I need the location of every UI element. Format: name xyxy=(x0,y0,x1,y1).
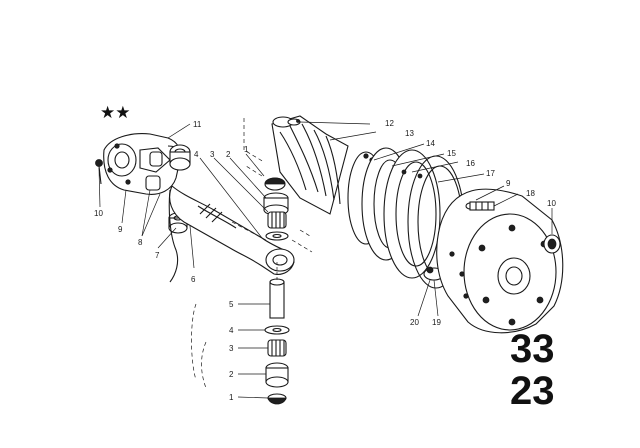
group-number: 33 xyxy=(510,327,555,371)
callout-9-left: 9 xyxy=(118,225,123,234)
callout-10-left: 10 xyxy=(94,209,103,218)
callout-11: 11 xyxy=(193,120,202,129)
callout-6: 6 xyxy=(191,275,196,284)
cv-joint[interactable] xyxy=(383,149,441,279)
washer-upper[interactable] xyxy=(265,231,289,241)
callout-9-right: 9 xyxy=(506,179,511,188)
callout-1-upper: 1 xyxy=(244,145,249,154)
callout-5: 5 xyxy=(229,300,234,309)
joint-boot[interactable] xyxy=(271,115,349,215)
callout-7: 7 xyxy=(155,251,160,260)
needle-bearing-lower[interactable] xyxy=(267,339,287,357)
wheel-hub[interactable] xyxy=(436,188,564,334)
callout-10-right: 10 xyxy=(547,199,556,208)
callout-2-lower: 2 xyxy=(229,370,234,379)
rubber-mount-bushing[interactable] xyxy=(169,144,191,171)
callout-3-lower: 3 xyxy=(229,344,234,353)
callout-4-upper: 4 xyxy=(194,150,199,159)
wheel-stud[interactable] xyxy=(465,201,495,211)
cap-upper[interactable] xyxy=(264,177,286,191)
leader-lines xyxy=(98,121,553,399)
stars-mark: ★★ xyxy=(100,103,130,123)
callout-20: 20 xyxy=(410,318,419,327)
callout-8: 8 xyxy=(138,238,143,247)
washer-lower[interactable] xyxy=(264,325,290,335)
callout-17: 17 xyxy=(486,169,495,178)
trailing-arm[interactable] xyxy=(168,185,295,283)
bushing-lower[interactable] xyxy=(265,362,289,388)
callout-16: 16 xyxy=(466,159,475,168)
callout-19: 19 xyxy=(432,318,441,327)
callout-18: 18 xyxy=(526,189,535,198)
callout-1-lower: 1 xyxy=(229,393,234,402)
subgroup-number: 23 xyxy=(510,369,555,413)
boot-clamp[interactable] xyxy=(287,118,301,126)
callout-14: 14 xyxy=(426,139,435,148)
axle-mount-housing[interactable] xyxy=(103,133,187,195)
needle-bearing-upper[interactable] xyxy=(267,211,287,229)
callout-15: 15 xyxy=(447,149,456,158)
callout-3-upper: 3 xyxy=(210,150,215,159)
callout-2-upper: 2 xyxy=(226,150,231,159)
hub-nut[interactable] xyxy=(543,234,561,254)
cap-lower[interactable] xyxy=(267,393,287,405)
pin-shaft[interactable] xyxy=(269,262,285,319)
callout-labels: 11 12 13 14 15 16 17 9 18 10 10 9 8 7 6 … xyxy=(94,119,556,402)
callout-13: 13 xyxy=(405,129,414,138)
callout-4-lower: 4 xyxy=(229,326,234,335)
callout-12: 12 xyxy=(385,119,394,128)
